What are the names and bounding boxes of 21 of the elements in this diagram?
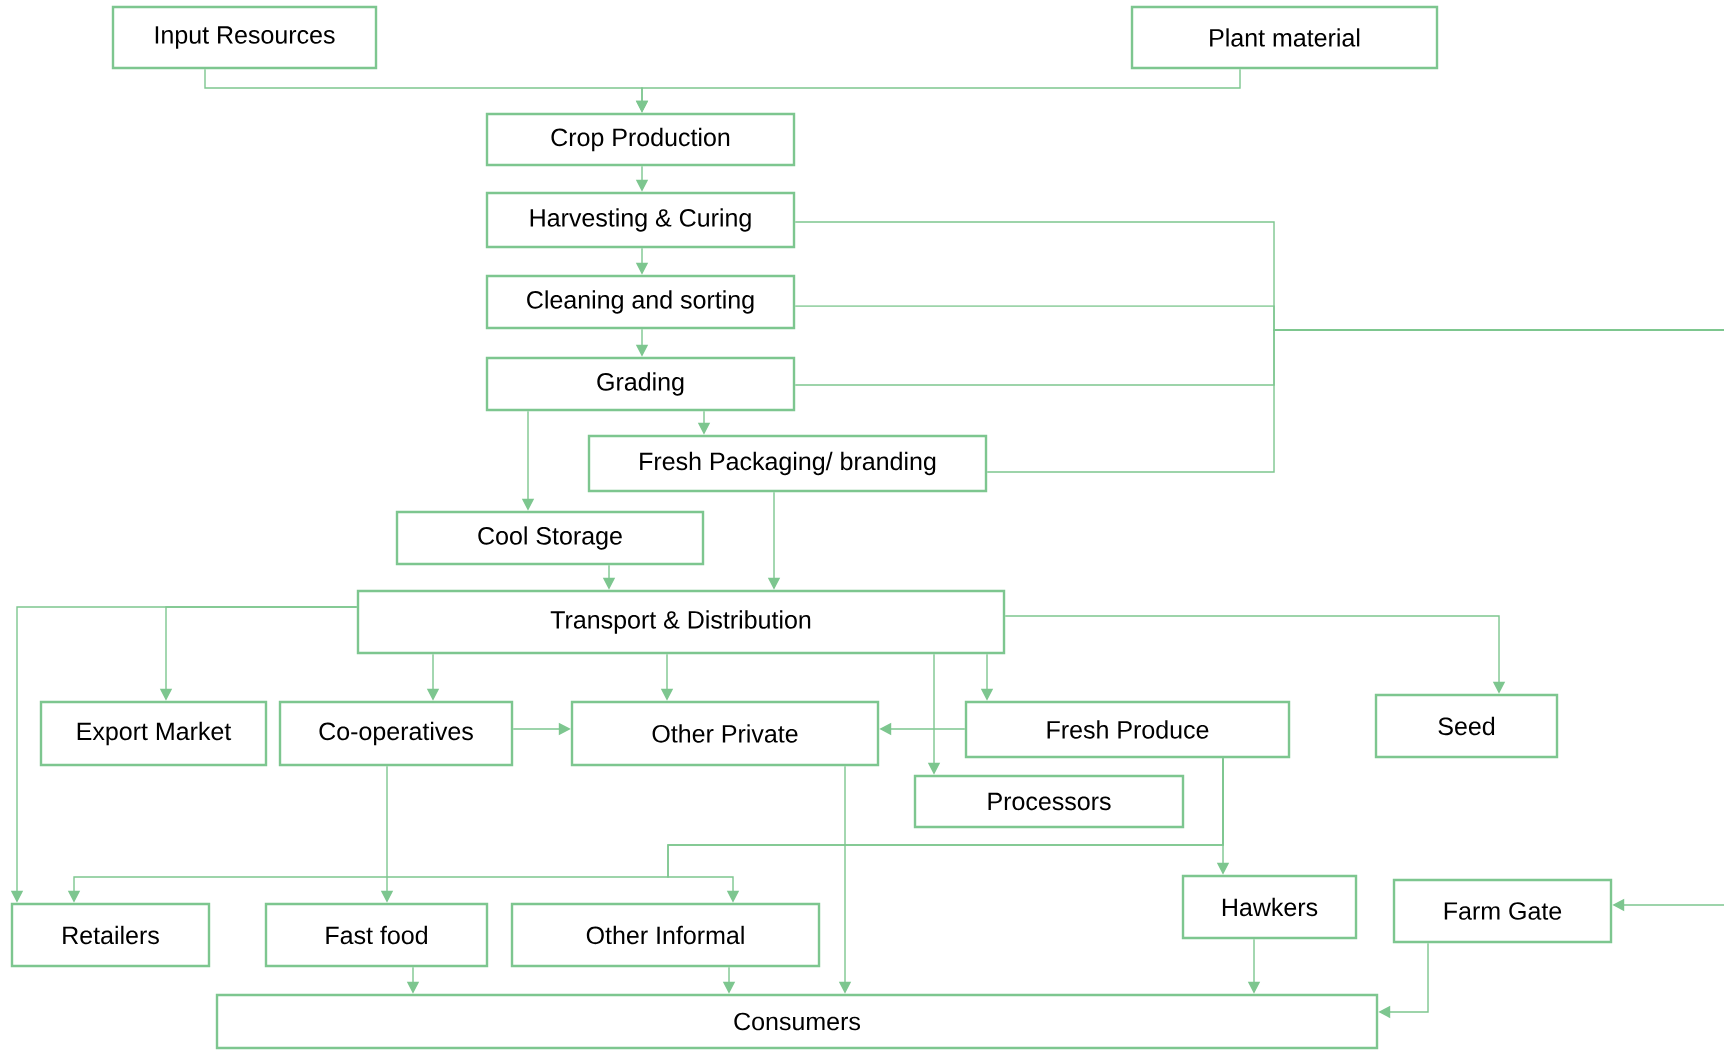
process-box: Fresh Packaging/ branding — [587, 434, 988, 493]
process-box: Harvesting & Curing — [485, 191, 796, 249]
process-box: Cool Storage — [395, 510, 705, 566]
process-box: Processors — [913, 774, 1185, 829]
process-box: Input Resources — [111, 5, 378, 70]
process-box: Crop Production — [485, 112, 796, 167]
process-box: Other Private — [570, 700, 880, 767]
process-box: Hawkers — [1181, 874, 1358, 940]
process-box: Fresh Produce — [964, 700, 1291, 759]
process-box: Seed — [1374, 693, 1559, 759]
process-box: Transport & Distribution — [356, 589, 1006, 655]
process-box: Cleaning and sorting — [485, 274, 796, 330]
process-box: Consumers — [215, 993, 1379, 1050]
process-box: Co-operatives — [278, 700, 514, 767]
process-box: Other Informal — [510, 902, 821, 968]
process-box: Fast food — [264, 902, 489, 968]
process-box: Plant material — [1130, 5, 1439, 70]
process-box: Grading — [485, 356, 796, 412]
process-box: Export Market — [39, 700, 268, 767]
process-box: Retailers — [10, 902, 211, 968]
process-box: Farm Gate — [1392, 878, 1613, 944]
